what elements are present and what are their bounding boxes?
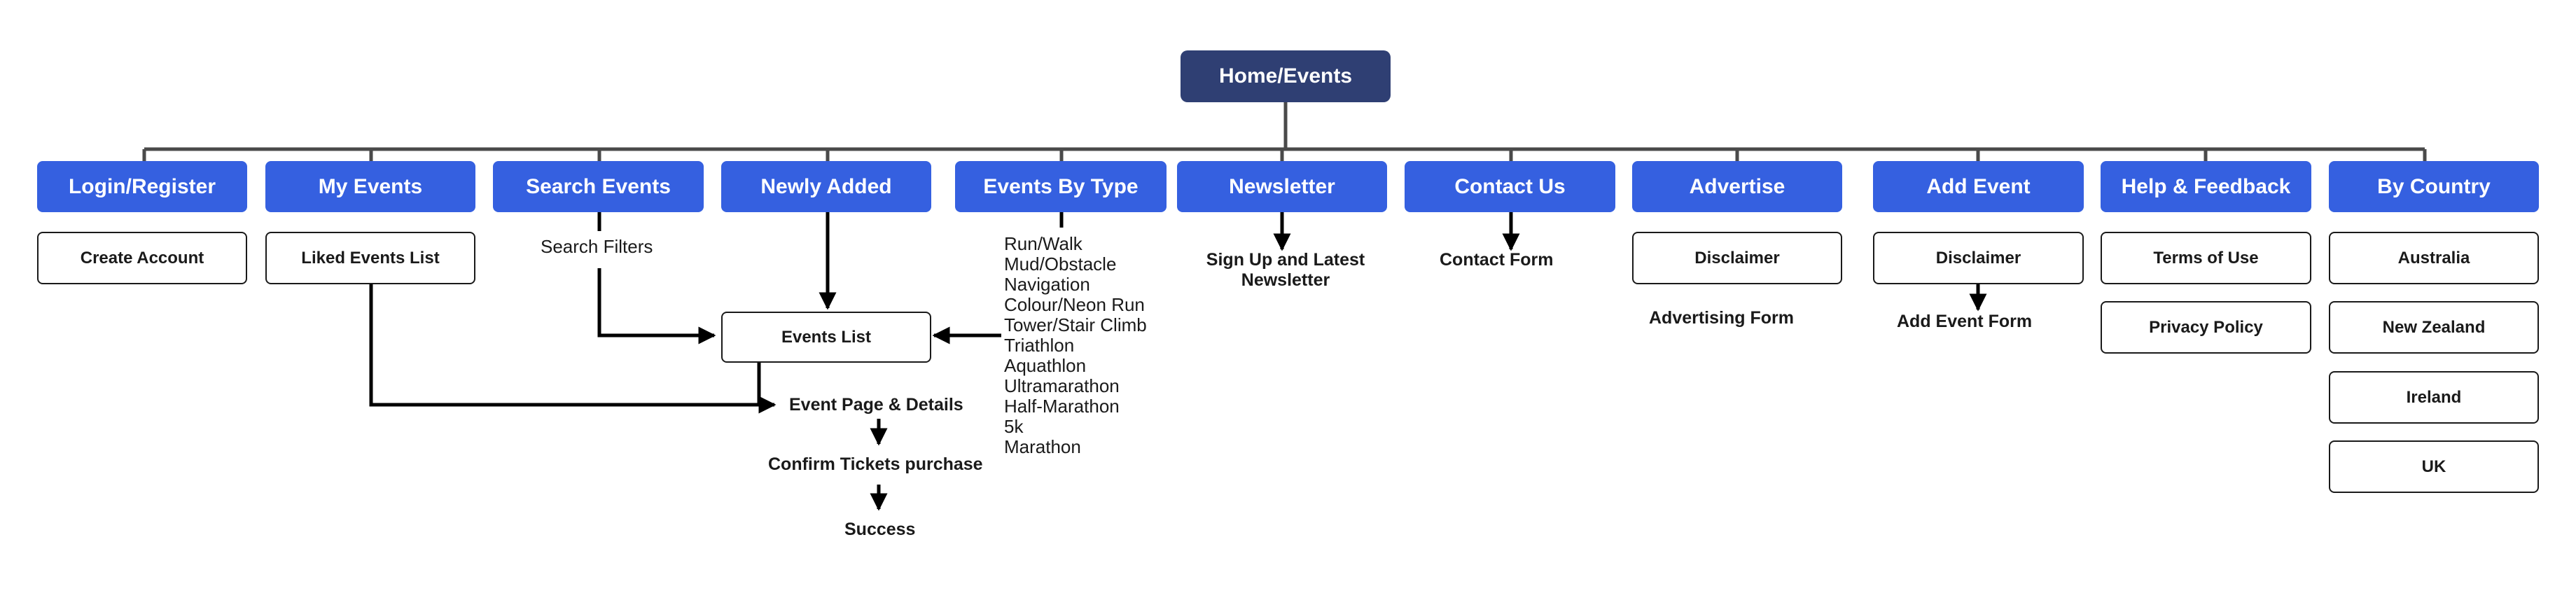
event-type-item[interactable]: Aquathlon [1004, 355, 1087, 376]
liked-to-event-page-arrow [369, 284, 777, 414]
category-search-events[interactable]: Search Events [493, 161, 704, 212]
country-uk[interactable]: UK [2329, 440, 2539, 493]
page-terms-of-use[interactable]: Terms of Use [2101, 232, 2311, 284]
category-add-event[interactable]: Add Event [1873, 161, 2084, 212]
category-advertise[interactable]: Advertise [1632, 161, 1842, 212]
category-contact-us[interactable]: Contact Us [1405, 161, 1615, 212]
country-australia[interactable]: Australia [2329, 232, 2539, 284]
event-type-item[interactable]: Navigation [1004, 274, 1090, 295]
page-success: Success [844, 520, 916, 539]
page-liked-events-list[interactable]: Liked Events List [265, 232, 475, 284]
page-contact-form: Contact Form [1440, 250, 1554, 270]
root-home-events[interactable]: Home/Events [1181, 50, 1391, 102]
filters-to-events-list-arrow [597, 268, 716, 345]
category-my-events[interactable]: My Events [265, 161, 475, 212]
category-by-country[interactable]: By Country [2329, 161, 2539, 212]
page-newsletter-signup: Sign Up and Latest Newsletter [1206, 250, 1365, 290]
events-list-to-event-page-line [757, 363, 774, 407]
page-privacy-policy[interactable]: Privacy Policy [2101, 301, 2311, 354]
event-type-item[interactable]: Triathlon [1004, 335, 1075, 356]
flow-arrows [369, 212, 1987, 511]
event-type-item[interactable]: Colour/Neon Run [1004, 294, 1145, 315]
page-event-details: Event Page & Details [789, 395, 963, 415]
category-newly-added[interactable]: Newly Added [721, 161, 931, 212]
event-type-item[interactable]: Tower/Stair Climb [1004, 314, 1147, 335]
page-events-list[interactable]: Events List [721, 312, 931, 363]
event-types-list: Run/Walk Mud/Obstacle Navigation Colour/… [1004, 234, 1147, 457]
category-help-feedback[interactable]: Help & Feedback [2101, 161, 2311, 212]
event-type-item[interactable]: Half-Marathon [1004, 396, 1120, 417]
event-type-item[interactable]: Marathon [1004, 436, 1081, 457]
page-create-account[interactable]: Create Account [37, 232, 247, 284]
event-type-item[interactable]: Ultramarathon [1004, 375, 1120, 396]
page-confirm-tickets: Confirm Tickets purchase [768, 454, 983, 474]
category-events-by-type[interactable]: Events By Type [955, 161, 1167, 212]
category-login-register[interactable]: Login/Register [37, 161, 247, 212]
page-advertise-disclaimer[interactable]: Disclaimer [1632, 232, 1842, 284]
hierarchy-bus [142, 102, 2427, 161]
page-advertising-form: Advertising Form [1649, 308, 1794, 328]
country-ireland[interactable]: Ireland [2329, 371, 2539, 424]
event-type-item[interactable]: Run/Walk [1004, 233, 1082, 254]
event-type-item[interactable]: Mud/Obstacle [1004, 253, 1117, 274]
country-new-zealand[interactable]: New Zealand [2329, 301, 2539, 354]
label-search-filters: Search Filters [541, 236, 653, 257]
page-add-event-disclaimer[interactable]: Disclaimer [1873, 232, 2084, 284]
page-add-event-form: Add Event Form [1897, 312, 2033, 331]
category-newsletter[interactable]: Newsletter [1177, 161, 1387, 212]
event-type-item[interactable]: 5k [1004, 416, 1024, 437]
